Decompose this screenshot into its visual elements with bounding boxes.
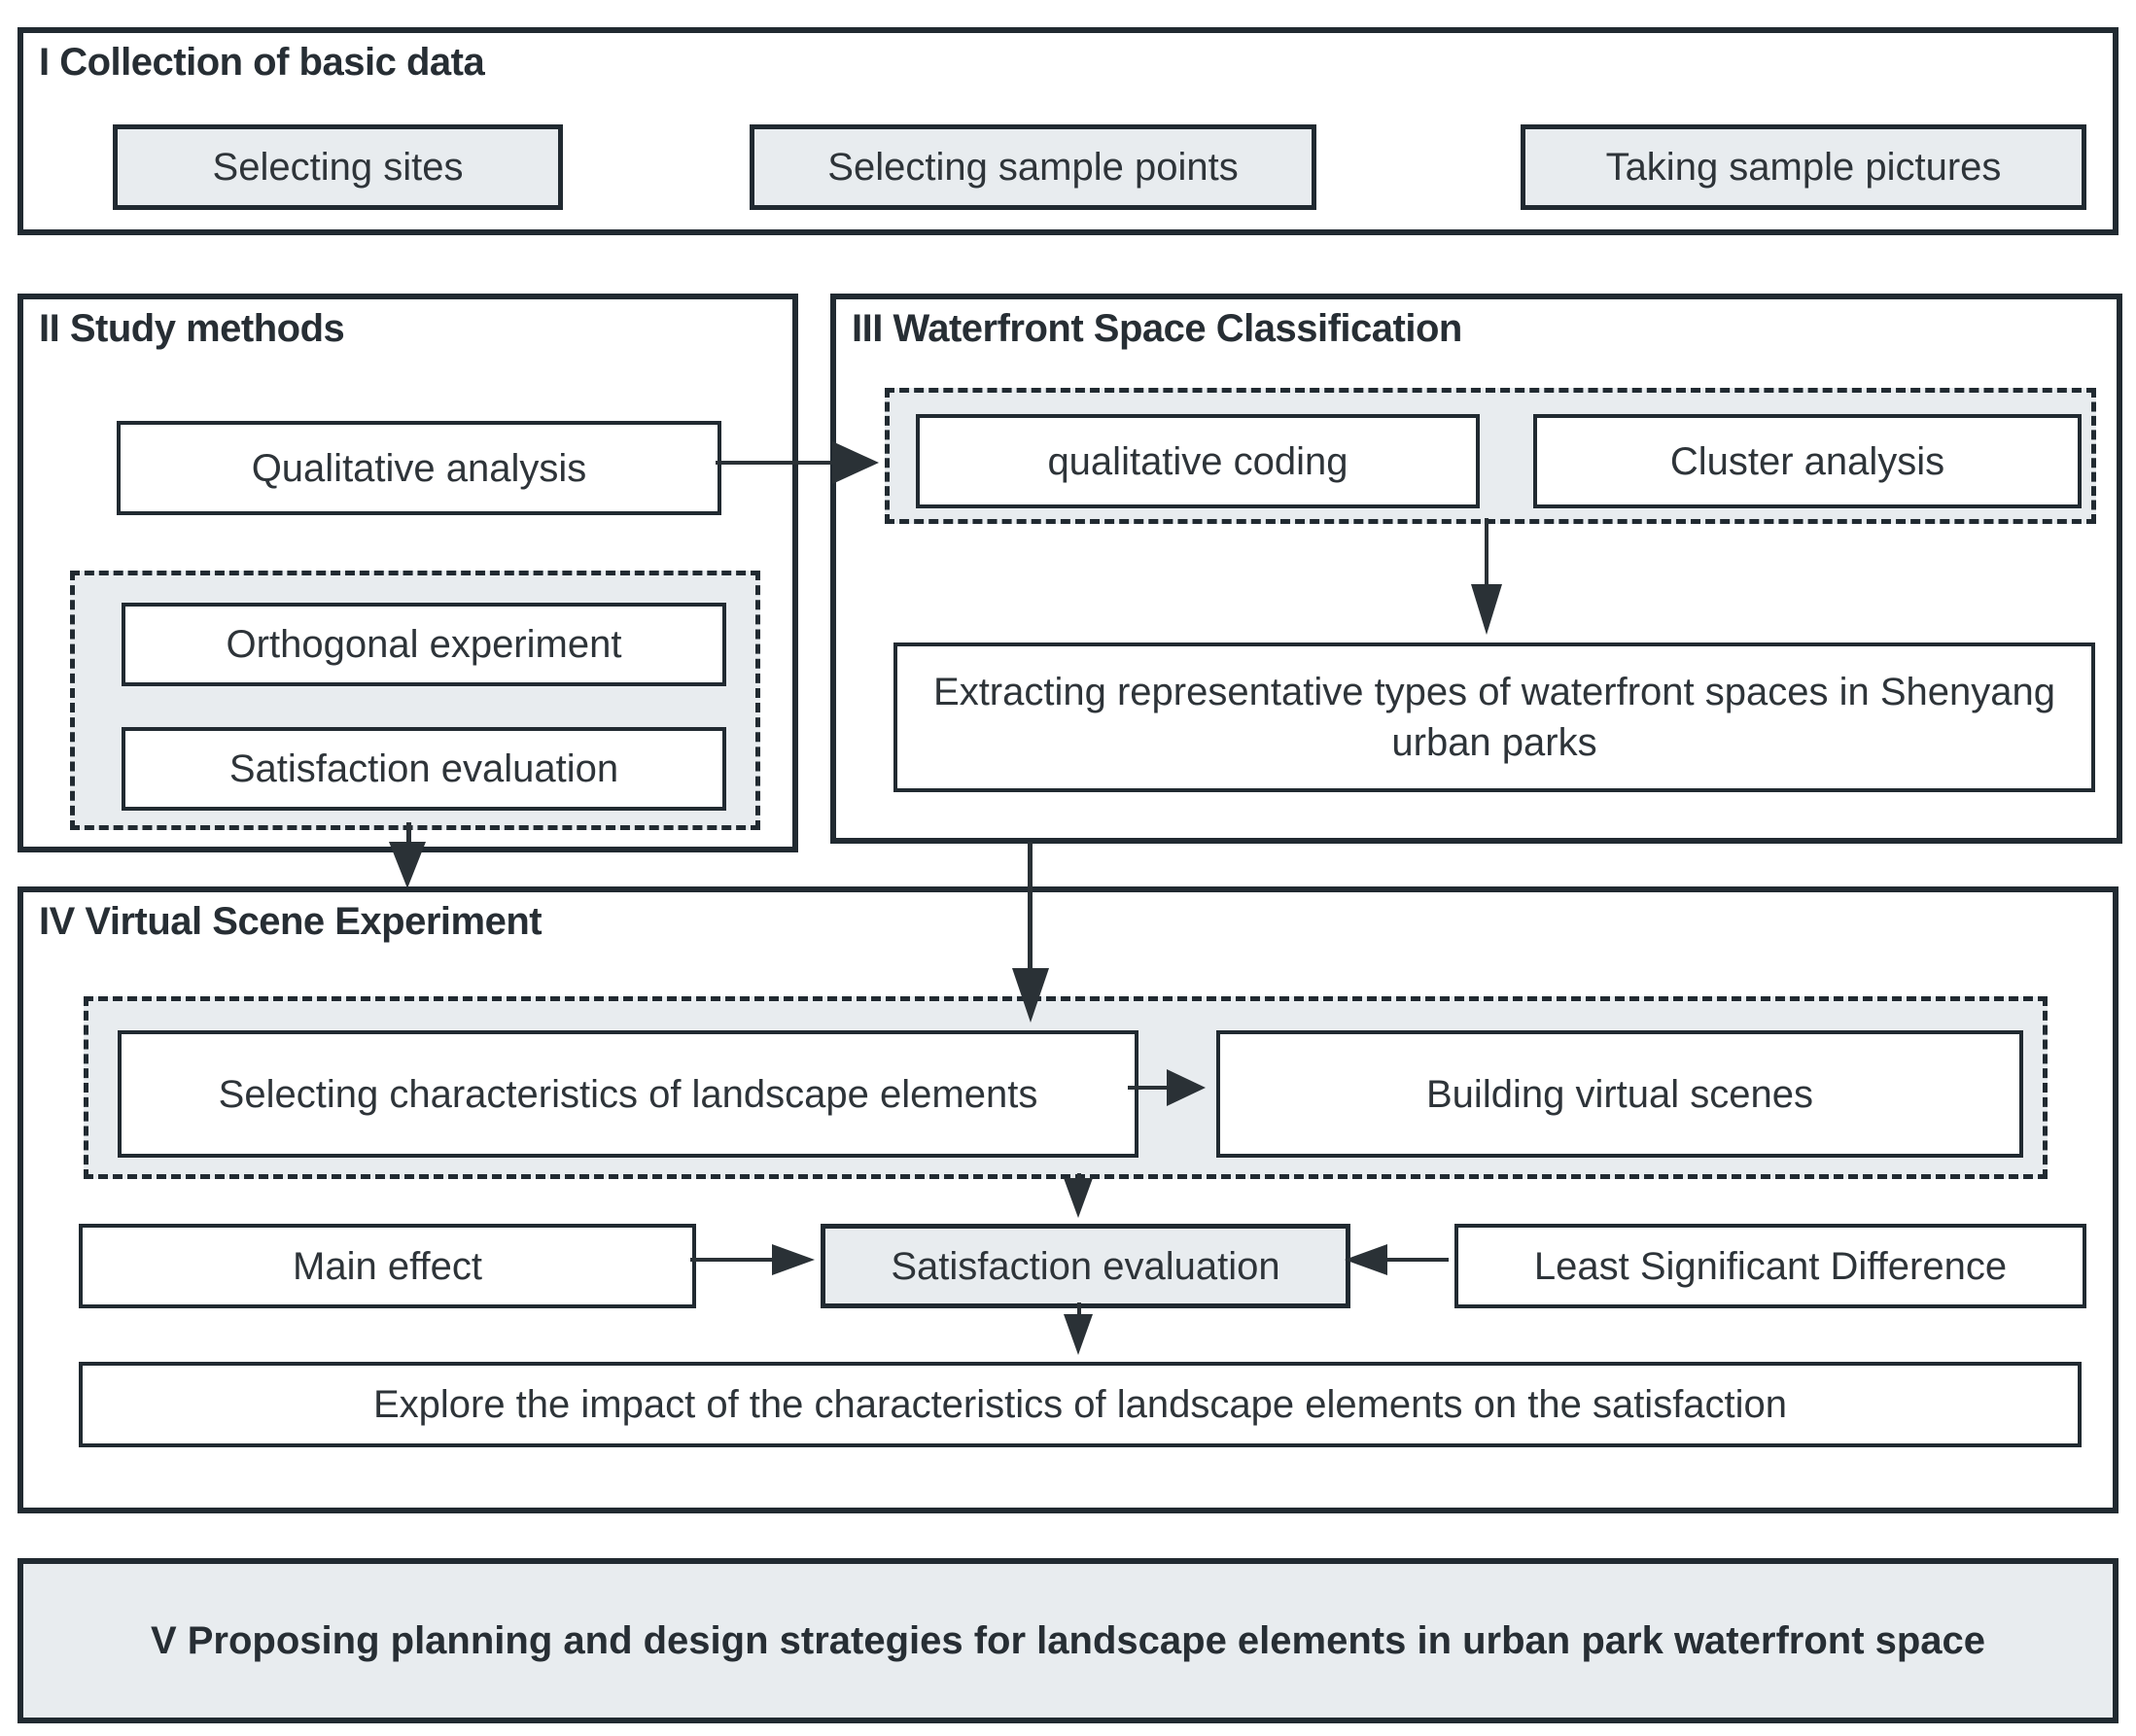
box-building-virtual-scenes: Building virtual scenes <box>1216 1030 2023 1158</box>
arrow-shaft <box>690 1258 780 1262</box>
box-selecting-characteristics: Selecting characteristics of landscape e… <box>118 1030 1138 1158</box>
arrowhead-down-icon <box>1012 968 1049 1023</box>
box-extracting-representative-types: Extracting representative types of water… <box>893 642 2095 792</box>
arrow-shaft <box>1128 1086 1174 1090</box>
box-explore-impact: Explore the impact of the characteristic… <box>79 1362 2082 1447</box>
box-satisfaction-evaluation-method: Satisfaction evaluation <box>122 727 726 811</box>
arrowhead-right-icon <box>832 441 879 484</box>
arrow-shaft <box>716 461 838 465</box>
arrowhead-down-icon <box>1471 584 1502 635</box>
arrow-shaft <box>1485 518 1488 592</box>
section-waterfront-title: III Waterfront Space Classification <box>852 307 1462 350</box>
section-virtual-scene-title: IV Virtual Scene Experiment <box>39 900 543 943</box>
arrow-shaft <box>1387 1258 1449 1262</box>
box-least-significant-difference: Least Significant Difference <box>1454 1224 2086 1308</box>
section-study-methods-title: II Study methods <box>39 307 345 350</box>
box-selecting-sites: Selecting sites <box>113 124 563 210</box>
arrowhead-down-icon <box>389 842 426 888</box>
arrow-shaft <box>1028 842 1033 974</box>
section-waterfront-space-classification: III Waterfront Space Classification qual… <box>830 294 2122 844</box>
arrowhead-left-icon <box>1345 1244 1387 1275</box>
box-selecting-sample-points: Selecting sample points <box>750 124 1316 210</box>
arrowhead-down-icon <box>1064 1178 1093 1218</box>
section-study-methods: II Study methods Qualitative analysis Or… <box>18 294 798 852</box>
dashed-group-scene-building: Selecting characteristics of landscape e… <box>84 996 2048 1179</box>
arrow-shaft <box>1077 1302 1081 1318</box>
box-satisfaction-evaluation: Satisfaction evaluation <box>821 1224 1350 1308</box>
section-virtual-scene-experiment: IV Virtual Scene Experiment Selecting ch… <box>18 886 2118 1513</box>
section-collection-of-basic-data: I Collection of basic data Selecting sit… <box>18 27 2118 235</box>
section-proposing-strategies: V Proposing planning and design strategi… <box>18 1558 2118 1723</box>
dashed-group-experiment-methods: Orthogonal experiment Satisfaction evalu… <box>70 571 760 830</box>
box-cluster-analysis: Cluster analysis <box>1533 414 2082 508</box>
arrowhead-right-icon <box>1167 1069 1206 1106</box>
box-main-effect: Main effect <box>79 1224 696 1308</box>
box-qualitative-coding: qualitative coding <box>916 414 1480 508</box>
box-qualitative-analysis: Qualitative analysis <box>117 421 721 515</box>
box-taking-sample-pictures: Taking sample pictures <box>1521 124 2086 210</box>
box-orthogonal-experiment: Orthogonal experiment <box>122 603 726 686</box>
arrow-shaft <box>406 822 411 848</box>
section-collection-title: I Collection of basic data <box>39 41 485 84</box>
arrowhead-right-icon <box>772 1244 815 1275</box>
arrowhead-down-icon <box>1064 1314 1093 1355</box>
dashed-group-classification-methods: qualitative coding Cluster analysis <box>885 388 2096 524</box>
